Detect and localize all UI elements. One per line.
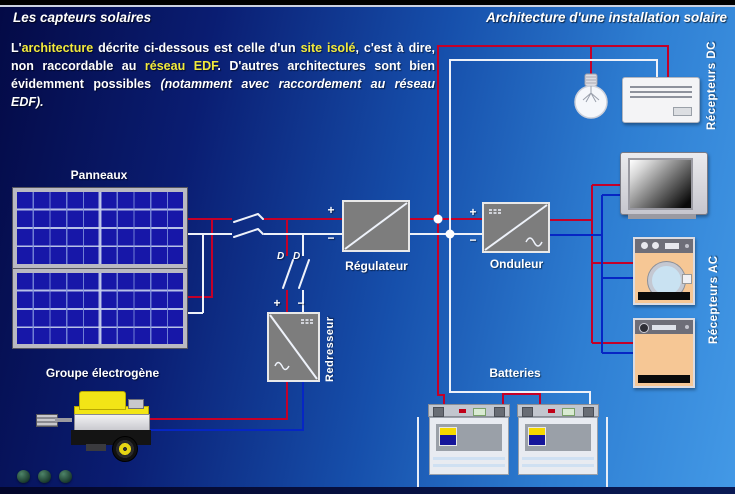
generator-label: Groupe électrogène: [45, 366, 160, 380]
radiator-control: [673, 107, 692, 116]
washing-machine: [633, 237, 695, 305]
intro-italic-note: (notamment avec raccordement au réseau E…: [11, 77, 435, 109]
battery-mark: [473, 408, 486, 416]
washer-display: [665, 243, 679, 249]
ac-receivers-label: Récepteurs AC: [708, 255, 720, 344]
regulator-symbol: [344, 202, 408, 250]
solar-panel-bottom: [12, 268, 188, 349]
regulator-box: [342, 200, 410, 252]
dc-receivers-label: Récepteurs DC: [706, 41, 718, 130]
intro-text: , c'est à dire, non raccordable au: [11, 41, 435, 73]
dishwasher: [633, 318, 695, 388]
washer-knob: [641, 242, 648, 249]
battery-stripe: [522, 464, 594, 467]
intro-highlight-reseau-edf: réseau EDF: [144, 59, 218, 73]
radiator-slot: [630, 86, 692, 88]
washer-latch: [682, 274, 692, 284]
battery-mark: [548, 409, 555, 413]
intro-text: décrite ci-dessous est celle d'un: [93, 41, 301, 55]
inverter-plus: +: [469, 205, 477, 219]
rectifier-minus: −: [297, 296, 305, 310]
battery-logo: [439, 427, 457, 446]
inverter-symbol: [484, 204, 548, 251]
battery-terminal: [433, 407, 444, 417]
generator-base: [71, 430, 151, 445]
bottom-border: [0, 487, 735, 494]
battery-stripe: [433, 464, 505, 467]
batteries-label: Batteries: [489, 366, 541, 380]
battery-terminal-strip: [517, 404, 599, 417]
nav-button-2[interactable]: [38, 470, 51, 483]
washer-control-panel: [635, 239, 693, 253]
washer-kick-plate: [638, 292, 690, 300]
regulator-minus: −: [327, 231, 335, 245]
regulator-plus: +: [327, 203, 335, 217]
dishwasher-buttons: [652, 325, 676, 330]
generator-engine-cover: [79, 391, 126, 410]
battery-mark: [562, 408, 575, 416]
battery-terminal: [522, 407, 533, 417]
generator-foot: [86, 444, 106, 451]
rectifier-plus: +: [273, 296, 281, 310]
battery-2: [517, 404, 599, 475]
intro-paragraph: L'architecture décrite ci-dessous est ce…: [11, 39, 435, 111]
page-title-right: Architecture d'une installation solaire: [485, 10, 727, 25]
inverter-minus: −: [469, 233, 477, 247]
disconnect-switches: [233, 213, 264, 238]
page-title-left: Les capteurs solaires: [13, 10, 152, 25]
panels-label: Panneaux: [70, 168, 128, 182]
battery-sticker: [525, 424, 591, 451]
battery-terminal: [494, 407, 505, 417]
dishwasher-control-panel: [635, 320, 693, 334]
dishwasher-kick-plate: [638, 375, 690, 383]
generator-fuel-cap: [128, 399, 144, 409]
breaker-d-label-1: D: [277, 251, 285, 262]
breaker-d-label-2: D: [293, 251, 301, 262]
intro-text: L': [11, 41, 22, 55]
battery-stripe: [433, 457, 505, 460]
top-border: [0, 0, 735, 7]
radiator-slot: [630, 96, 692, 98]
battery-stripe: [522, 457, 594, 460]
solar-panel-top: [12, 187, 188, 269]
washer-knob: [652, 242, 659, 249]
battery-body: [429, 417, 509, 475]
rectifier-box: [267, 312, 320, 382]
radiator-heater: [622, 77, 700, 123]
tv-base: [628, 214, 696, 219]
tv-screen: [628, 158, 693, 210]
breaker-blades: [282, 259, 310, 289]
inverter-label: Onduleur: [489, 257, 544, 271]
battery-mark: [459, 409, 466, 413]
junction-dots: [433, 214, 455, 239]
battery-terminal-strip: [428, 404, 510, 417]
regulator-label: Régulateur: [345, 259, 408, 273]
intro-text: . D'autres architectures sont bien évide…: [11, 59, 435, 91]
nav-button-3[interactable]: [59, 470, 72, 483]
battery-body: [518, 417, 598, 475]
intro-highlight-architecture: architecture: [21, 41, 94, 55]
dishwasher-indicator: [685, 325, 689, 329]
rectifier-label: Redresseur: [324, 316, 336, 382]
television: [620, 152, 708, 219]
washer-indicator: [685, 244, 689, 248]
light-bulb-icon: [574, 73, 608, 119]
battery-sticker: [436, 424, 502, 451]
battery-1: [428, 404, 510, 475]
generator-pipe: [55, 418, 72, 422]
intro-highlight-site-isole: site isolé: [300, 41, 356, 55]
rectifier-symbol: [269, 314, 318, 380]
battery-logo: [528, 427, 546, 446]
nav-button-1[interactable]: [17, 470, 30, 483]
radiator-slot: [630, 91, 692, 93]
generator-wheel: [112, 436, 138, 462]
inverter-box: [482, 202, 550, 253]
battery-terminal: [583, 407, 594, 417]
dishwasher-knob: [639, 323, 649, 333]
